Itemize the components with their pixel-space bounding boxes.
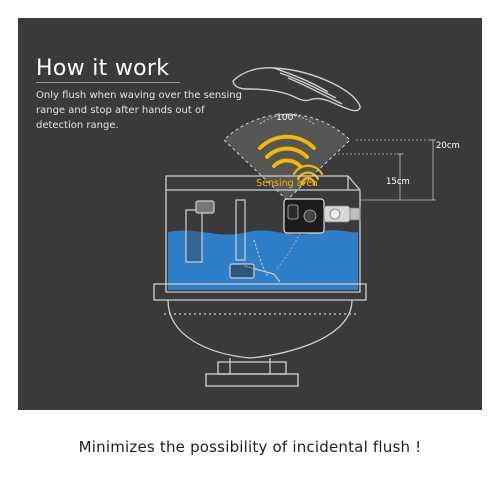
toilet-bowl [153,283,367,387]
toilet-tank [165,175,361,293]
signal-waves-icon [258,134,316,168]
page-heading: How it work [36,56,170,81]
sensing-area-label: Sensing area [256,178,318,189]
toilet-sensor-diagram: 100° Sensing area 20cm 15cm [153,67,460,387]
dimension-20cm-label: 20cm [436,141,460,151]
footer-caption: Minimizes the possibility of incidental … [78,438,422,456]
info-panel: 100° Sensing area 20cm 15cm [18,18,482,410]
heading-underline [36,82,180,83]
sensing-cone [223,113,351,201]
description-text: Only flush when waving over the sensing … [36,90,242,131]
sensor-waves-icon [292,164,324,186]
dimension-lines [338,139,436,201]
water-fill [168,230,358,290]
sensor-device [275,198,361,271]
angle-label: 100° [276,113,298,123]
dimension-15cm-label: 15cm [386,177,410,187]
flush-mechanism [185,199,281,283]
hand-icon [232,67,361,112]
